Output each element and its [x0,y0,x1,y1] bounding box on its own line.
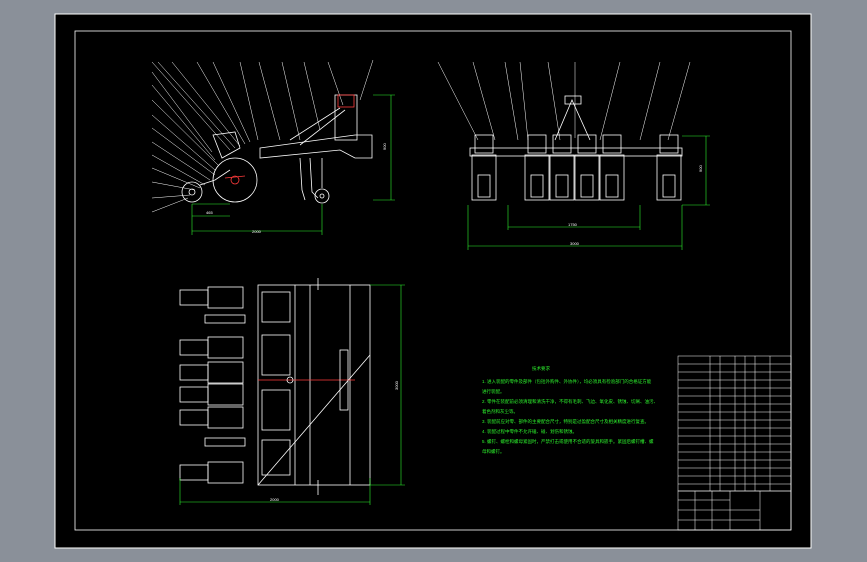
notes-line: 进行装配。 [482,388,505,395]
notes-title: 技术要求 [532,365,550,372]
parts-list-rows [678,363,791,485]
front-view-units [471,134,682,201]
notes-line: 4. 装配过程中零件不允许磕、碰、划伤和锈蚀。 [482,428,577,435]
front-view-dimensions [467,135,710,250]
notes-line: 母和螺钉。 [482,448,505,455]
top-dim-3000: 3000 [394,380,399,390]
drawing-sheet [54,13,812,549]
front-dim-900: 900 [698,165,703,172]
side-dim-465: 465 [206,210,213,215]
side-dim-900: 900 [382,143,387,150]
front-view-leaders [437,61,691,141]
front-view [437,61,710,250]
notes-line: 2. 零件在装配前必须清理和清洗干净，不得有毛刺、飞边、氧化皮、锈蚀、切屑、油污… [482,398,658,405]
notes-line: 3. 装配前应对零、部件的主要配合尺寸，特别是过盈配合尺寸及相关精度进行复查。 [482,418,649,425]
parts-list [677,355,792,531]
side-view-leaders [151,59,374,213]
notes-line: 着色剂和灰尘等。 [482,408,518,415]
side-view-dimensions [191,94,395,235]
top-view [179,278,405,505]
top-dim-2000: 2000 [270,497,280,502]
technical-notes: 技术要求 1. 进入装配的零件及部件（包括外购件、外协件），均必须具有检验部门的… [482,365,658,455]
drawing-frame [74,30,792,531]
notes-line: 5. 螺钉、螺栓和螺母紧固时，严禁打击或使用不合适的旋具和扳手。紧固后螺钉槽、螺 [482,438,654,445]
side-dim-2000: 2000 [252,229,262,234]
side-view [151,59,395,235]
front-dim-1750: 1750 [568,222,578,227]
front-dim-3000: 3000 [570,241,580,246]
top-view-units [179,286,246,484]
notes-line: 1. 进入装配的零件及部件（包括外购件、外协件），均必须具有检验部门的合格证方能 [482,378,652,385]
top-view-dimensions [179,284,405,505]
